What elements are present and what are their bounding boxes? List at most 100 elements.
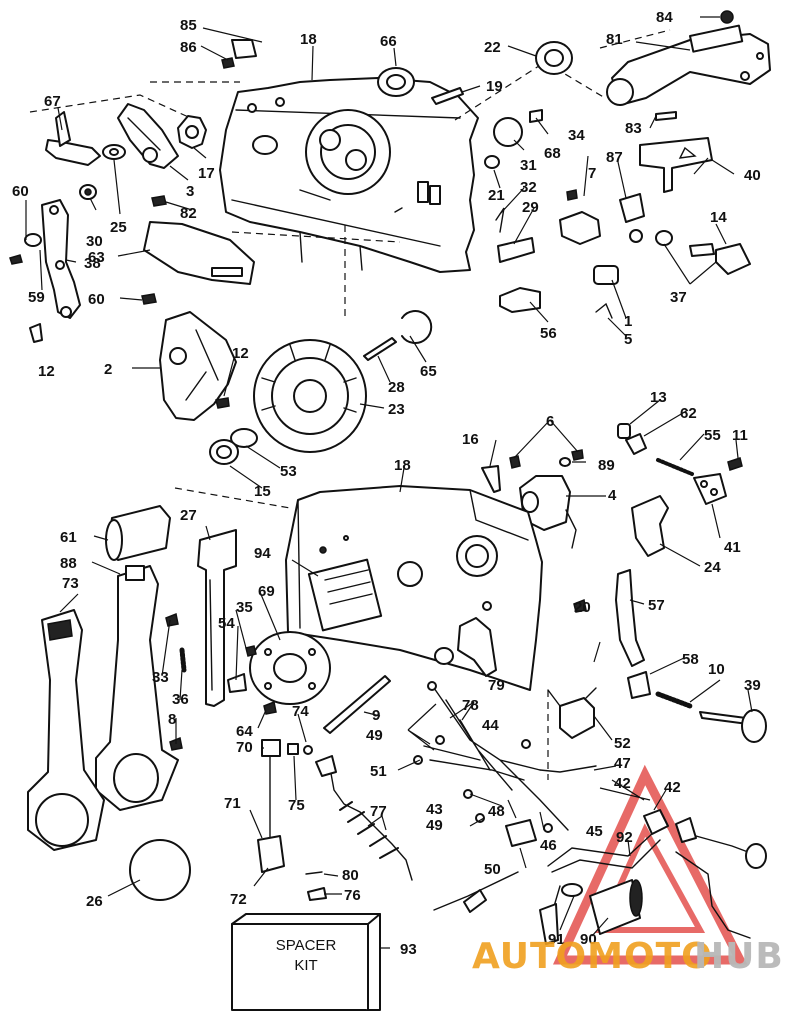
watermark-logo [552, 764, 748, 965]
callout-87: 87 [606, 149, 623, 166]
part-92-cable [547, 831, 751, 941]
callout-47: 47 [614, 755, 631, 772]
callout-36: 36 [172, 691, 189, 708]
callout-4: 4 [608, 487, 617, 504]
part-65-retainer [401, 310, 433, 344]
callout-7: 7 [588, 165, 596, 182]
callout-75: 75 [288, 797, 305, 814]
part-64-screw [263, 700, 277, 715]
callout-34: 34 [568, 127, 585, 144]
part-13-pin [617, 423, 631, 439]
callout-6: 6 [546, 413, 554, 430]
callout-39: 39 [744, 677, 761, 694]
part-53-ring [230, 428, 258, 448]
part-33-screw [165, 612, 179, 627]
callout-29: 29 [522, 199, 539, 216]
callout-13: 13 [650, 389, 667, 406]
upper-housing [219, 77, 479, 273]
leader-dash [29, 94, 196, 121]
callout-84: 84 [656, 9, 673, 26]
part-29-bracket [497, 237, 535, 263]
callout-37: 37 [670, 289, 687, 306]
callout-74: 74 [292, 703, 309, 720]
part-1-cylinder [593, 265, 619, 285]
part-12b-screw [215, 397, 230, 409]
part-56-bracket [499, 287, 541, 313]
callout-17: 17 [198, 165, 215, 182]
part-28-bolt [363, 337, 397, 361]
part-66-bushing [377, 67, 415, 97]
part-67-link [45, 111, 101, 166]
part-50-fuse [505, 819, 537, 847]
part-68-nut [529, 109, 543, 123]
part-89-washer [559, 457, 571, 467]
callout-85: 85 [180, 17, 197, 34]
part-70-switch [261, 739, 281, 841]
callout-52: 52 [614, 735, 631, 752]
callout-2: 2 [104, 361, 112, 378]
part-14-key [689, 243, 751, 275]
part-73-handle [27, 609, 105, 851]
callout-90: 90 [580, 931, 597, 948]
part-88-handle [95, 565, 179, 811]
part-42-plug [643, 809, 767, 869]
callout-5: 5 [624, 331, 632, 348]
callout-32: 32 [520, 179, 537, 196]
callout-19: 19 [486, 78, 503, 95]
part-83-screw [655, 111, 677, 121]
callout-66: 66 [380, 33, 397, 50]
spacer-kit-line2: KIT [294, 957, 317, 974]
part-24-bracket [631, 495, 669, 557]
callout-22: 22 [484, 39, 501, 56]
part-91-fitting [539, 883, 583, 945]
part-19-bolt [431, 87, 464, 105]
callout-57: 57 [648, 597, 665, 614]
part-51-wire [433, 871, 519, 913]
callout-18-upper: 18 [300, 31, 317, 48]
callout-71: 71 [224, 795, 241, 812]
leader-dash [454, 61, 606, 121]
callout-42-a: 42 [614, 775, 631, 792]
callout-41: 41 [724, 539, 741, 556]
callout-72: 72 [230, 891, 247, 908]
part-31-disc [493, 117, 523, 147]
callout-58: 58 [682, 651, 699, 668]
callout-24: 24 [704, 559, 721, 576]
part-52-relay [547, 687, 597, 739]
part-59-washer [24, 233, 42, 247]
callout-53: 53 [280, 463, 297, 480]
callout-62: 62 [680, 405, 697, 422]
part-60b-screw [141, 293, 157, 305]
callout-50: 50 [484, 861, 501, 878]
part-27-rod [197, 529, 237, 707]
callout-73: 73 [62, 575, 79, 592]
part-3-cam [117, 103, 179, 169]
part-93-spacer-kit [231, 913, 381, 1011]
part-61-grip [105, 505, 171, 561]
callout-23: 23 [388, 401, 405, 418]
callout-65: 65 [420, 363, 437, 380]
part-11-screw [727, 457, 743, 471]
callout-33: 33 [152, 669, 169, 686]
callout-15: 15 [254, 483, 271, 500]
part-40-plate [639, 137, 713, 193]
part-60-screw [9, 254, 23, 265]
callout-61: 61 [60, 529, 77, 546]
spacer-kit-line1: SPACER [276, 937, 337, 954]
callout-46: 46 [540, 837, 557, 854]
callout-18-lower: 18 [394, 457, 411, 474]
callout-54: 54 [218, 615, 235, 632]
part-63-plate [143, 221, 255, 285]
callout-42-b: 42 [664, 779, 681, 796]
callout-45: 45 [586, 823, 603, 840]
part-76-clip [307, 887, 327, 901]
part-90-boot [589, 879, 643, 935]
callout-86: 86 [180, 39, 197, 56]
watermark-part2: HUB [694, 936, 784, 977]
callout-16: 16 [462, 431, 479, 448]
part-36-spring [179, 647, 187, 673]
callout-82: 82 [180, 205, 197, 222]
callout-63: 63 [88, 249, 105, 266]
callout-51: 51 [370, 763, 387, 780]
